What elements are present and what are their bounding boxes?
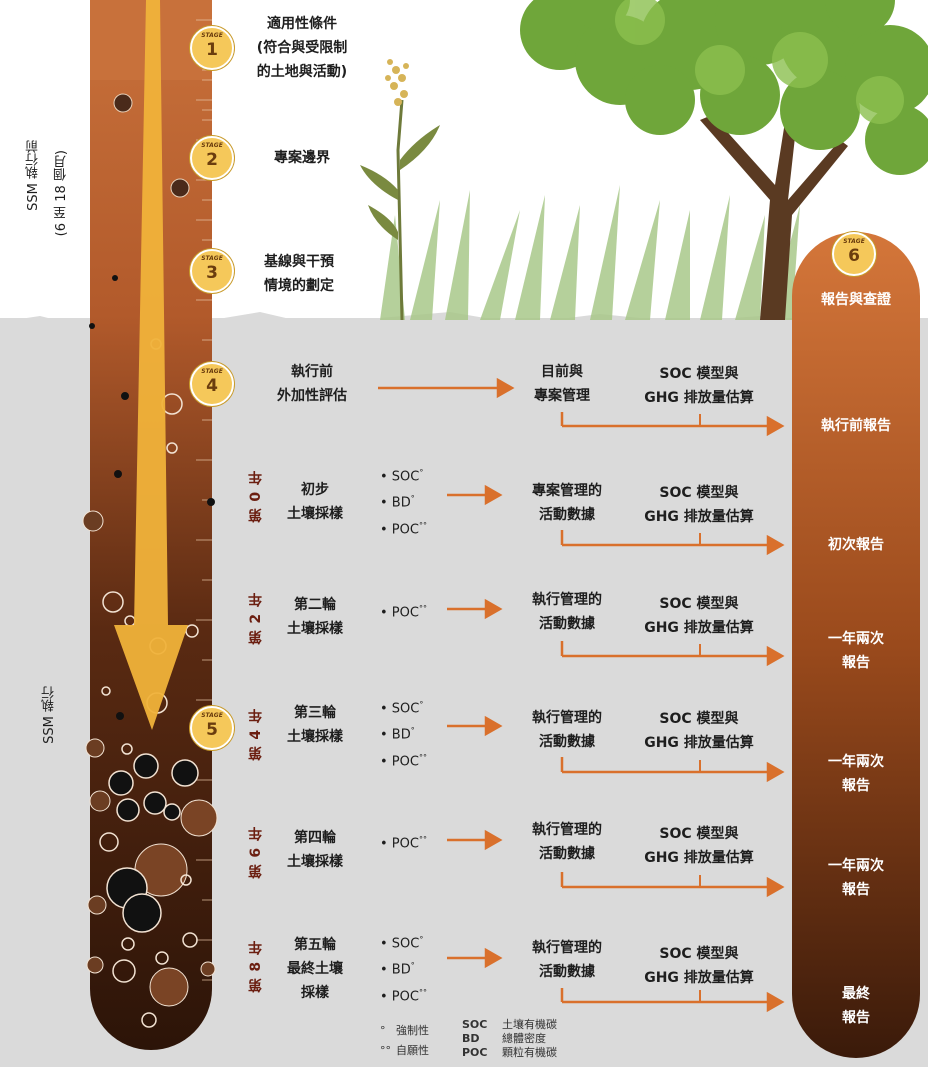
row-1-year: 第 0 年 xyxy=(248,470,264,523)
row-5-year: 第 8 年 xyxy=(248,940,264,993)
row-5-measures: • SOC° • BD° • POC°° xyxy=(380,935,427,1004)
row-pre-name: 執行前外加性評估 xyxy=(277,364,347,404)
row-1-measures: • SOC° • BD° • POC°° xyxy=(380,468,427,537)
stage-1-text: 適用性條件(符合與受限制的土地與活動) xyxy=(256,16,348,80)
progress-arrow xyxy=(114,0,188,730)
row-3-measures: • SOC° • BD° • POC°° xyxy=(380,700,427,769)
row-4-report: 一年兩次報告 xyxy=(828,858,884,898)
flow-arrows xyxy=(378,377,785,1013)
side-label-during: SSM 執行 xyxy=(42,686,57,744)
grass-icon xyxy=(380,185,800,320)
soil-particles xyxy=(82,93,218,1028)
row-4-name: 第四輪土壤採樣 xyxy=(287,830,343,870)
row-3-year: 第 4 年 xyxy=(248,708,264,761)
side-label-pre-sub: (6 至 18 個月) xyxy=(54,150,69,237)
report-column xyxy=(792,232,920,1058)
stage-2-text: 專案邊界 xyxy=(274,150,330,166)
row-4-year: 第 6 年 xyxy=(248,826,264,879)
row-2-measures: • POC°° xyxy=(380,604,427,621)
row-pre-report: 執行前報告 xyxy=(821,418,891,434)
row-2-year: 第 2 年 xyxy=(248,592,264,645)
row-pre-data: 目前與專案管理 xyxy=(534,364,590,404)
row-1-name: 初步土壤採樣 xyxy=(287,482,343,522)
row-1-report: 初次報告 xyxy=(828,537,884,553)
plant-icon xyxy=(360,59,440,321)
legend-mandatory: °強制性 xyxy=(380,1024,429,1037)
row-2-data: 執行管理的活動數據 xyxy=(532,592,602,632)
tree-icon xyxy=(520,0,928,320)
side-label-pre: SSM 執行前 xyxy=(26,140,41,211)
row-4-measures: • POC°° xyxy=(380,835,427,852)
legend-voluntary: °°自願性 xyxy=(380,1044,429,1057)
row-3-report: 一年兩次報告 xyxy=(828,754,884,794)
stage-6-text: 報告與查證 xyxy=(821,292,891,308)
row-3-name: 第三輪土壤採樣 xyxy=(287,705,343,745)
stage-3-text: 基線與干預情境的劃定 xyxy=(264,254,334,294)
row-5-name: 第五輪最終土壤採樣 xyxy=(287,937,343,1001)
row-4-data: 執行管理的活動數據 xyxy=(532,822,602,862)
row-2-report: 一年兩次報告 xyxy=(828,631,884,671)
row-2-name: 第二輪土壤採樣 xyxy=(287,597,343,637)
row-1-data: 專案管理的活動數據 xyxy=(532,483,602,523)
row-3-data: 執行管理的活動數據 xyxy=(532,710,602,750)
row-5-report: 最終報告 xyxy=(842,986,870,1026)
row-5-data: 執行管理的活動數據 xyxy=(532,940,602,980)
